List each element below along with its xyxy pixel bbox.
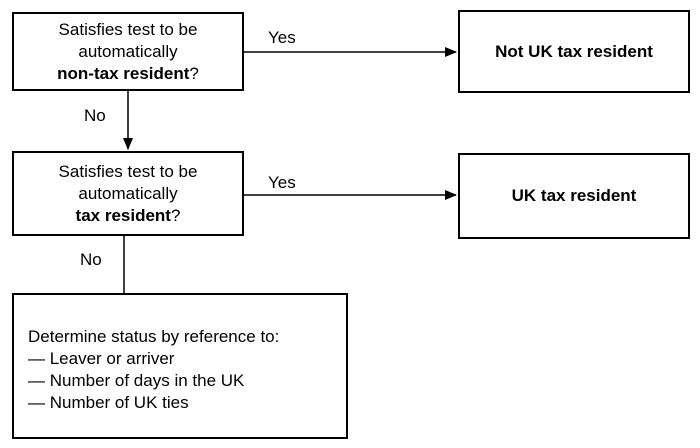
determine-heading: Determine status by reference to: — [28, 327, 280, 346]
determine-item: — Number of UK ties — [28, 393, 189, 412]
decision1-line2: automatically — [78, 41, 178, 61]
decision2-bold: tax resident — [75, 205, 171, 225]
label-no-2: No — [80, 250, 102, 269]
decision2-line3: tax resident? — [76, 205, 181, 227]
label-no-1: No — [84, 106, 106, 125]
decision2-suffix: ? — [170, 205, 181, 225]
outcome2-text: UK tax resident — [511, 186, 637, 205]
outcome1-text: Not UK tax resident — [495, 41, 653, 61]
determine-status-box: Determine status by reference to: — Leav… — [12, 293, 348, 439]
determine-item: — Number of days in the UK — [28, 371, 245, 390]
label-yes-1: Yes — [268, 28, 296, 47]
outcome-not-uk-tax-resident: Not UK tax resident — [458, 10, 690, 93]
label-yes-2: Yes — [268, 173, 296, 192]
decision2-line2: automatically — [78, 183, 178, 203]
decision1-bold: non-tax resident — [57, 63, 190, 83]
determine-item: — Leaver or arriver — [28, 349, 175, 368]
decision-non-tax-resident: Satisfies test to be automatically non-t… — [12, 12, 244, 91]
decision2-line1: Satisfies test to be — [58, 161, 198, 181]
outcome-uk-tax-resident: UK tax resident — [458, 153, 690, 239]
decision1-line1: Satisfies test to be — [58, 19, 198, 39]
decision1-suffix: ? — [189, 63, 199, 83]
decision-tax-resident: Satisfies test to be automatically tax r… — [12, 151, 244, 236]
decision1-line3: non-tax resident? — [57, 63, 199, 85]
